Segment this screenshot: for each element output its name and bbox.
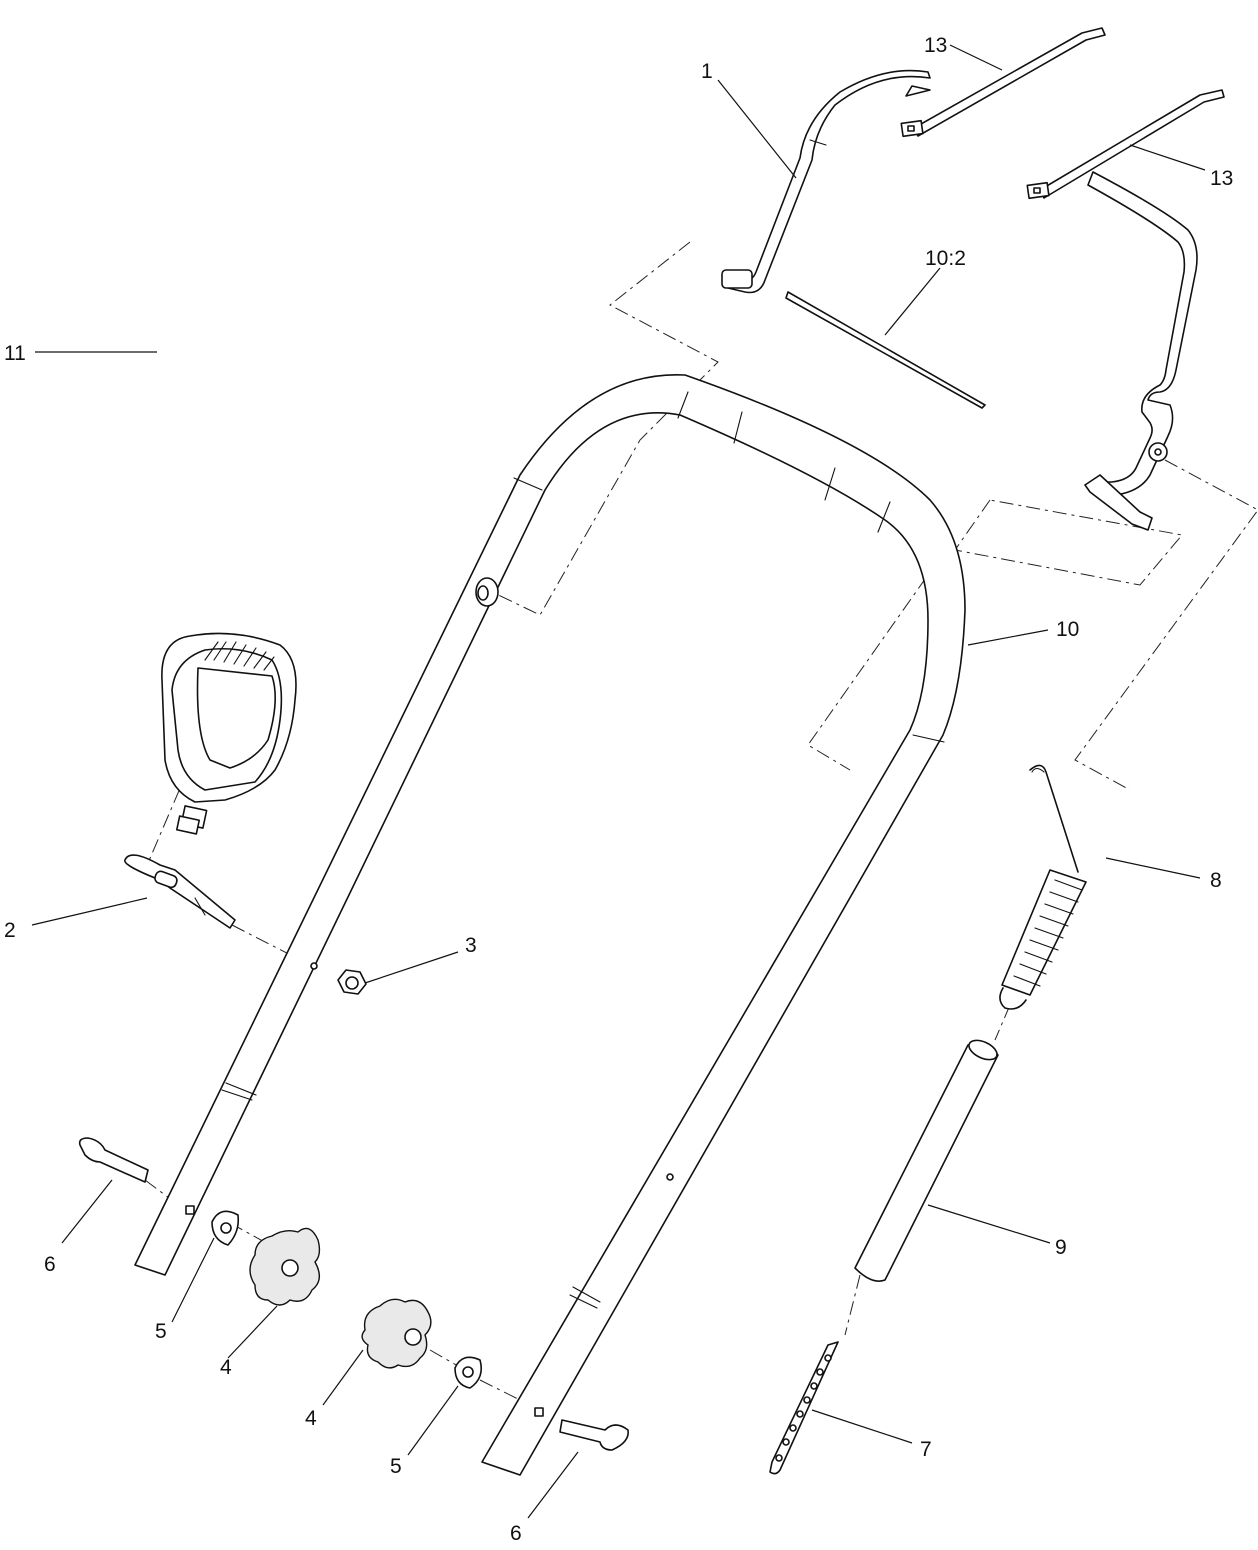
knob-left <box>249 1227 321 1306</box>
callout-7: 7 <box>920 1438 932 1461</box>
knob-right <box>361 1298 432 1369</box>
control-bar-left <box>721 69 931 294</box>
engine-control-handle <box>161 632 297 835</box>
washer-right <box>454 1356 483 1389</box>
damper <box>854 1039 999 1282</box>
callout-6-left: 6 <box>44 1253 56 1276</box>
callout-10-2: 10:2 <box>925 247 966 270</box>
callout-5-left: 5 <box>155 1320 167 1343</box>
bolt-right <box>559 1419 629 1451</box>
cable-tie-upper <box>900 27 1106 138</box>
washer-left <box>211 1210 240 1246</box>
callout-13-upper: 13 <box>924 34 947 57</box>
nut <box>337 969 367 995</box>
adjuster-plate <box>769 1341 839 1475</box>
control-bar-right <box>1084 171 1198 531</box>
bolt-left <box>78 1137 149 1183</box>
leader-lines <box>31 44 1206 1519</box>
callout-2: 2 <box>4 919 16 942</box>
spring <box>999 764 1087 1010</box>
callout-6-right: 6 <box>510 1522 522 1545</box>
callout-5-right: 5 <box>390 1455 402 1478</box>
callout-13-lower: 13 <box>1210 167 1233 190</box>
callout-10: 10 <box>1056 618 1079 641</box>
callout-4-left: 4 <box>220 1356 232 1379</box>
callout-4-right: 4 <box>305 1407 317 1430</box>
callout-3: 3 <box>465 934 477 957</box>
callout-labels: 1 13 13 10:2 10 11 2 3 8 9 7 6 5 4 4 5 6 <box>4 34 1233 1545</box>
callout-8: 8 <box>1210 869 1222 892</box>
pivot-rod <box>124 854 236 929</box>
callout-11: 11 <box>4 342 26 365</box>
cable-tie-lower <box>1026 89 1225 200</box>
handle-tube <box>134 374 966 1476</box>
callout-9: 9 <box>1055 1236 1067 1259</box>
callout-1: 1 <box>701 60 713 83</box>
pin-10-2 <box>785 291 986 409</box>
